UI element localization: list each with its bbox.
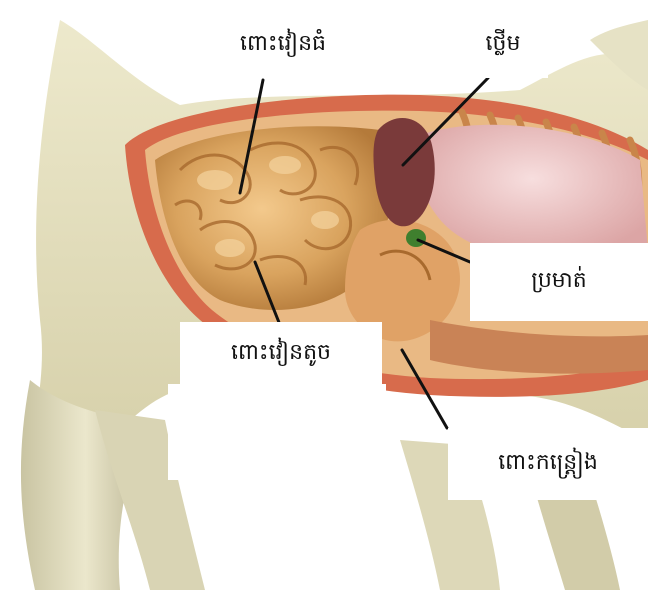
label-liver-text: ថ្លើម: [486, 29, 521, 61]
label-small-intestine-text: ពោះវៀនតូច: [231, 338, 331, 370]
label-large-intestine: ពោះវៀនធំ: [188, 12, 378, 78]
label-gall-bladder: ប្រមាត់: [470, 243, 648, 321]
label-stomach: ពោះកន្ត្រៀង: [448, 428, 648, 500]
label-gall-bladder-text: ប្រមាត់: [531, 266, 586, 298]
label-liver: ថ្លើម: [458, 12, 548, 78]
label-box-blank: [168, 384, 386, 480]
label-large-intestine-text: ពោះវៀនធំ: [240, 29, 326, 61]
gall-bladder-organ: [406, 229, 426, 247]
label-stomach-text: ពោះកន្ត្រៀង: [498, 448, 598, 480]
label-small-intestine: ពោះវៀនតូច: [180, 322, 382, 386]
